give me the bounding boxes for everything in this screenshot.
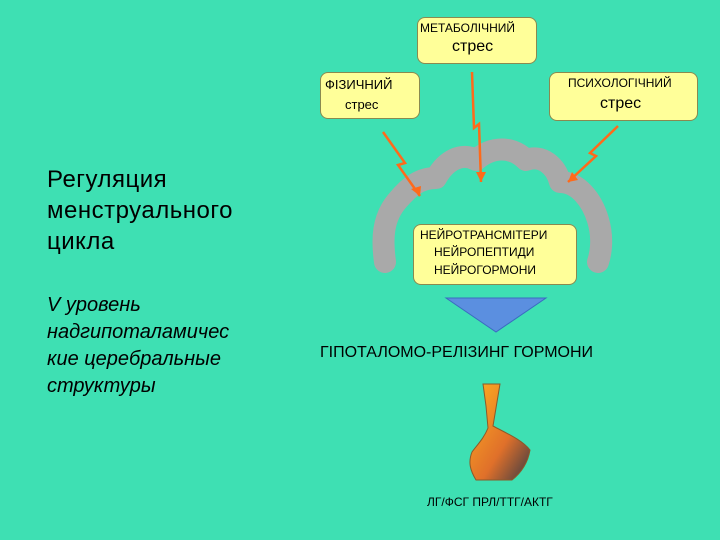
neuropeptides-label: НЕЙРОПЕПТИДИ [434, 245, 535, 259]
releasing-hormones-label: ГІПОТАЛОМО-РЕЛІЗИНГ ГОРМОНИ [320, 344, 594, 361]
title-line: Регуляция [47, 166, 168, 193]
down-arrow [444, 297, 548, 333]
title-line: цикла [47, 228, 115, 255]
metabolic-stress-title: МЕТАБОЛІЧНИЙ [420, 21, 515, 35]
arrow-metabolic-head [476, 172, 486, 182]
metabolic-stress-box: МЕТАБОЛІЧНИЙ стрес [417, 17, 537, 64]
psychological-stress-box: ПСИХОЛОГІЧНИЙ стрес [549, 72, 698, 121]
level-line: структуры [47, 375, 156, 397]
arrow-psychological [567, 125, 619, 183]
neuro-mediators-box: НЕЙРОТРАНСМІТЕРИ НЕЙРОПЕПТИДИ НЕЙРОГОРМО… [413, 224, 577, 285]
physical-stress-box: ФІЗИЧНИЙ стрес [320, 72, 420, 119]
arrow-metabolic [470, 71, 483, 183]
arrow-physical-head [411, 186, 421, 196]
psychological-stress-label: стрес [600, 95, 642, 112]
brain-arc [372, 138, 613, 273]
psychological-stress-title: ПСИХОЛОГІЧНИЙ [568, 76, 672, 90]
arrow-psychological-head [568, 172, 578, 182]
pituitary-hormones-label: ЛГ/ФСГ ПРЛ/ТТГ/АКТГ [427, 495, 553, 509]
pituitary-shape [469, 383, 531, 481]
level-line: надгипоталамичес [47, 321, 230, 343]
title-line: менструального [47, 197, 233, 224]
page-title: Регуляция менструального цикла [47, 164, 233, 257]
arrow-physical [381, 131, 422, 197]
level-line: V уровень [47, 294, 141, 316]
stress-arrows [381, 71, 619, 197]
level-description: V уровень надгипоталамичес кие церебраль… [47, 292, 229, 400]
physical-stress-title: ФІЗИЧНИЙ [325, 77, 393, 92]
level-line: кие церебральные [47, 348, 221, 370]
neurohormones-label: НЕЙРОГОРМОНИ [434, 263, 537, 277]
metabolic-stress-label: стрес [452, 38, 494, 55]
physical-stress-label: стрес [345, 97, 379, 112]
neurotransmitters-label: НЕЙРОТРАНСМІТЕРИ [420, 228, 548, 242]
